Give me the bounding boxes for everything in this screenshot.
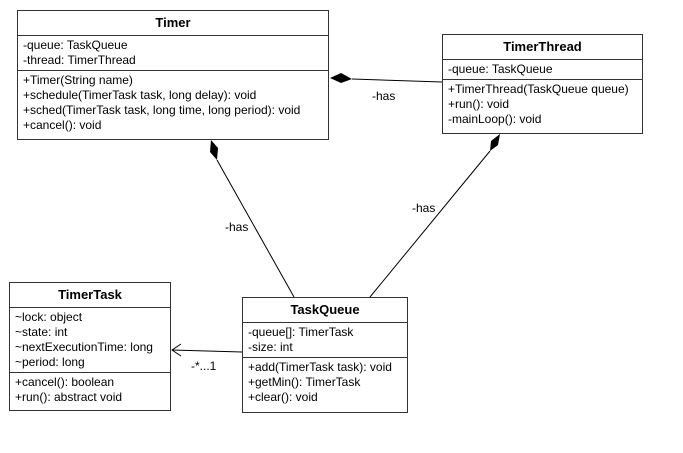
timer-queue-has-label: -has xyxy=(225,220,249,234)
class-taskqueue-operations: +add(TimerTask task): void +getMin(): Ti… xyxy=(243,357,407,407)
class-timertask-operations: +cancel(): boolean +run(): abstract void xyxy=(10,372,170,407)
class-timerthread-operations: +TimerThread(TaskQueue queue) +run(): vo… xyxy=(443,79,642,129)
attribute: -thread: TimerThread xyxy=(23,53,136,67)
operation: +clear(): void xyxy=(248,390,318,404)
operation: +schedule(TimerTask task, long delay): v… xyxy=(23,88,257,102)
taskqueue-timertask-link xyxy=(171,349,243,353)
operation: +sched(TimerTask task, long time, long p… xyxy=(23,103,301,117)
attribute: -queue[]: TimerTask xyxy=(248,325,354,339)
operation: +run(): abstract void xyxy=(15,390,123,404)
association-arrowhead xyxy=(171,343,182,357)
attribute: ~nextExecutionTime: long xyxy=(15,340,153,354)
attribute: -queue: TaskQueue xyxy=(23,38,128,52)
multiplicity-label: -*...1 xyxy=(191,359,217,373)
operation: +cancel(): void xyxy=(23,118,102,132)
thread-queue-has-label: -has xyxy=(412,201,436,215)
operation: +cancel(): boolean xyxy=(15,375,115,389)
attribute: ~period: long xyxy=(15,355,85,369)
timerthread-taskqueue-link xyxy=(369,150,491,298)
class-timerthread[interactable]: TimerThread -queue: TaskQueue +TimerThre… xyxy=(442,34,643,134)
class-timer-operations: +Timer(String name) +schedule(TimerTask … xyxy=(18,70,328,135)
operation: +TimerThread(TaskQueue queue) xyxy=(448,82,629,96)
class-timertask[interactable]: TimerTask ~lock: object ~state: int ~nex… xyxy=(9,282,171,411)
attribute: ~lock: object xyxy=(15,310,83,324)
operation: -mainLoop(): void xyxy=(448,112,542,126)
attribute: ~state: int xyxy=(15,325,68,339)
class-timertask-attributes: ~lock: object ~state: int ~nextExecution… xyxy=(10,308,170,372)
class-taskqueue-attributes: -queue[]: TimerTask -size: int xyxy=(243,323,407,357)
operation: +run(): void xyxy=(448,97,510,111)
class-timer-attributes: -queue: TaskQueue -thread: TimerThread xyxy=(18,36,328,70)
class-timertask-name: TimerTask xyxy=(10,283,170,308)
operation: +getMin(): TimerTask xyxy=(248,375,361,389)
class-timer[interactable]: Timer -queue: TaskQueue -thread: TimerTh… xyxy=(17,10,329,140)
class-timerthread-name: TimerThread xyxy=(443,35,642,60)
class-timerthread-attributes: -queue: TaskQueue xyxy=(443,60,642,79)
operation: +Timer(String name) xyxy=(23,73,133,87)
class-taskqueue[interactable]: TaskQueue -queue[]: TimerTask -size: int… xyxy=(242,297,408,413)
timer-taskqueue-link xyxy=(216,159,295,298)
timer-thread-has-label: -has xyxy=(372,89,396,103)
class-timer-name: Timer xyxy=(18,11,328,36)
class-taskqueue-name: TaskQueue xyxy=(243,298,407,323)
timer-composition-diamond xyxy=(330,73,352,83)
timerthread-taskqueue-diamond xyxy=(490,134,500,151)
operation: +add(TimerTask task): void xyxy=(248,360,392,374)
timer-timerthread-link xyxy=(351,78,443,83)
timer-taskqueue-diamond xyxy=(210,140,218,160)
attribute: -size: int xyxy=(248,340,293,354)
attribute: -queue: TaskQueue xyxy=(448,62,553,76)
